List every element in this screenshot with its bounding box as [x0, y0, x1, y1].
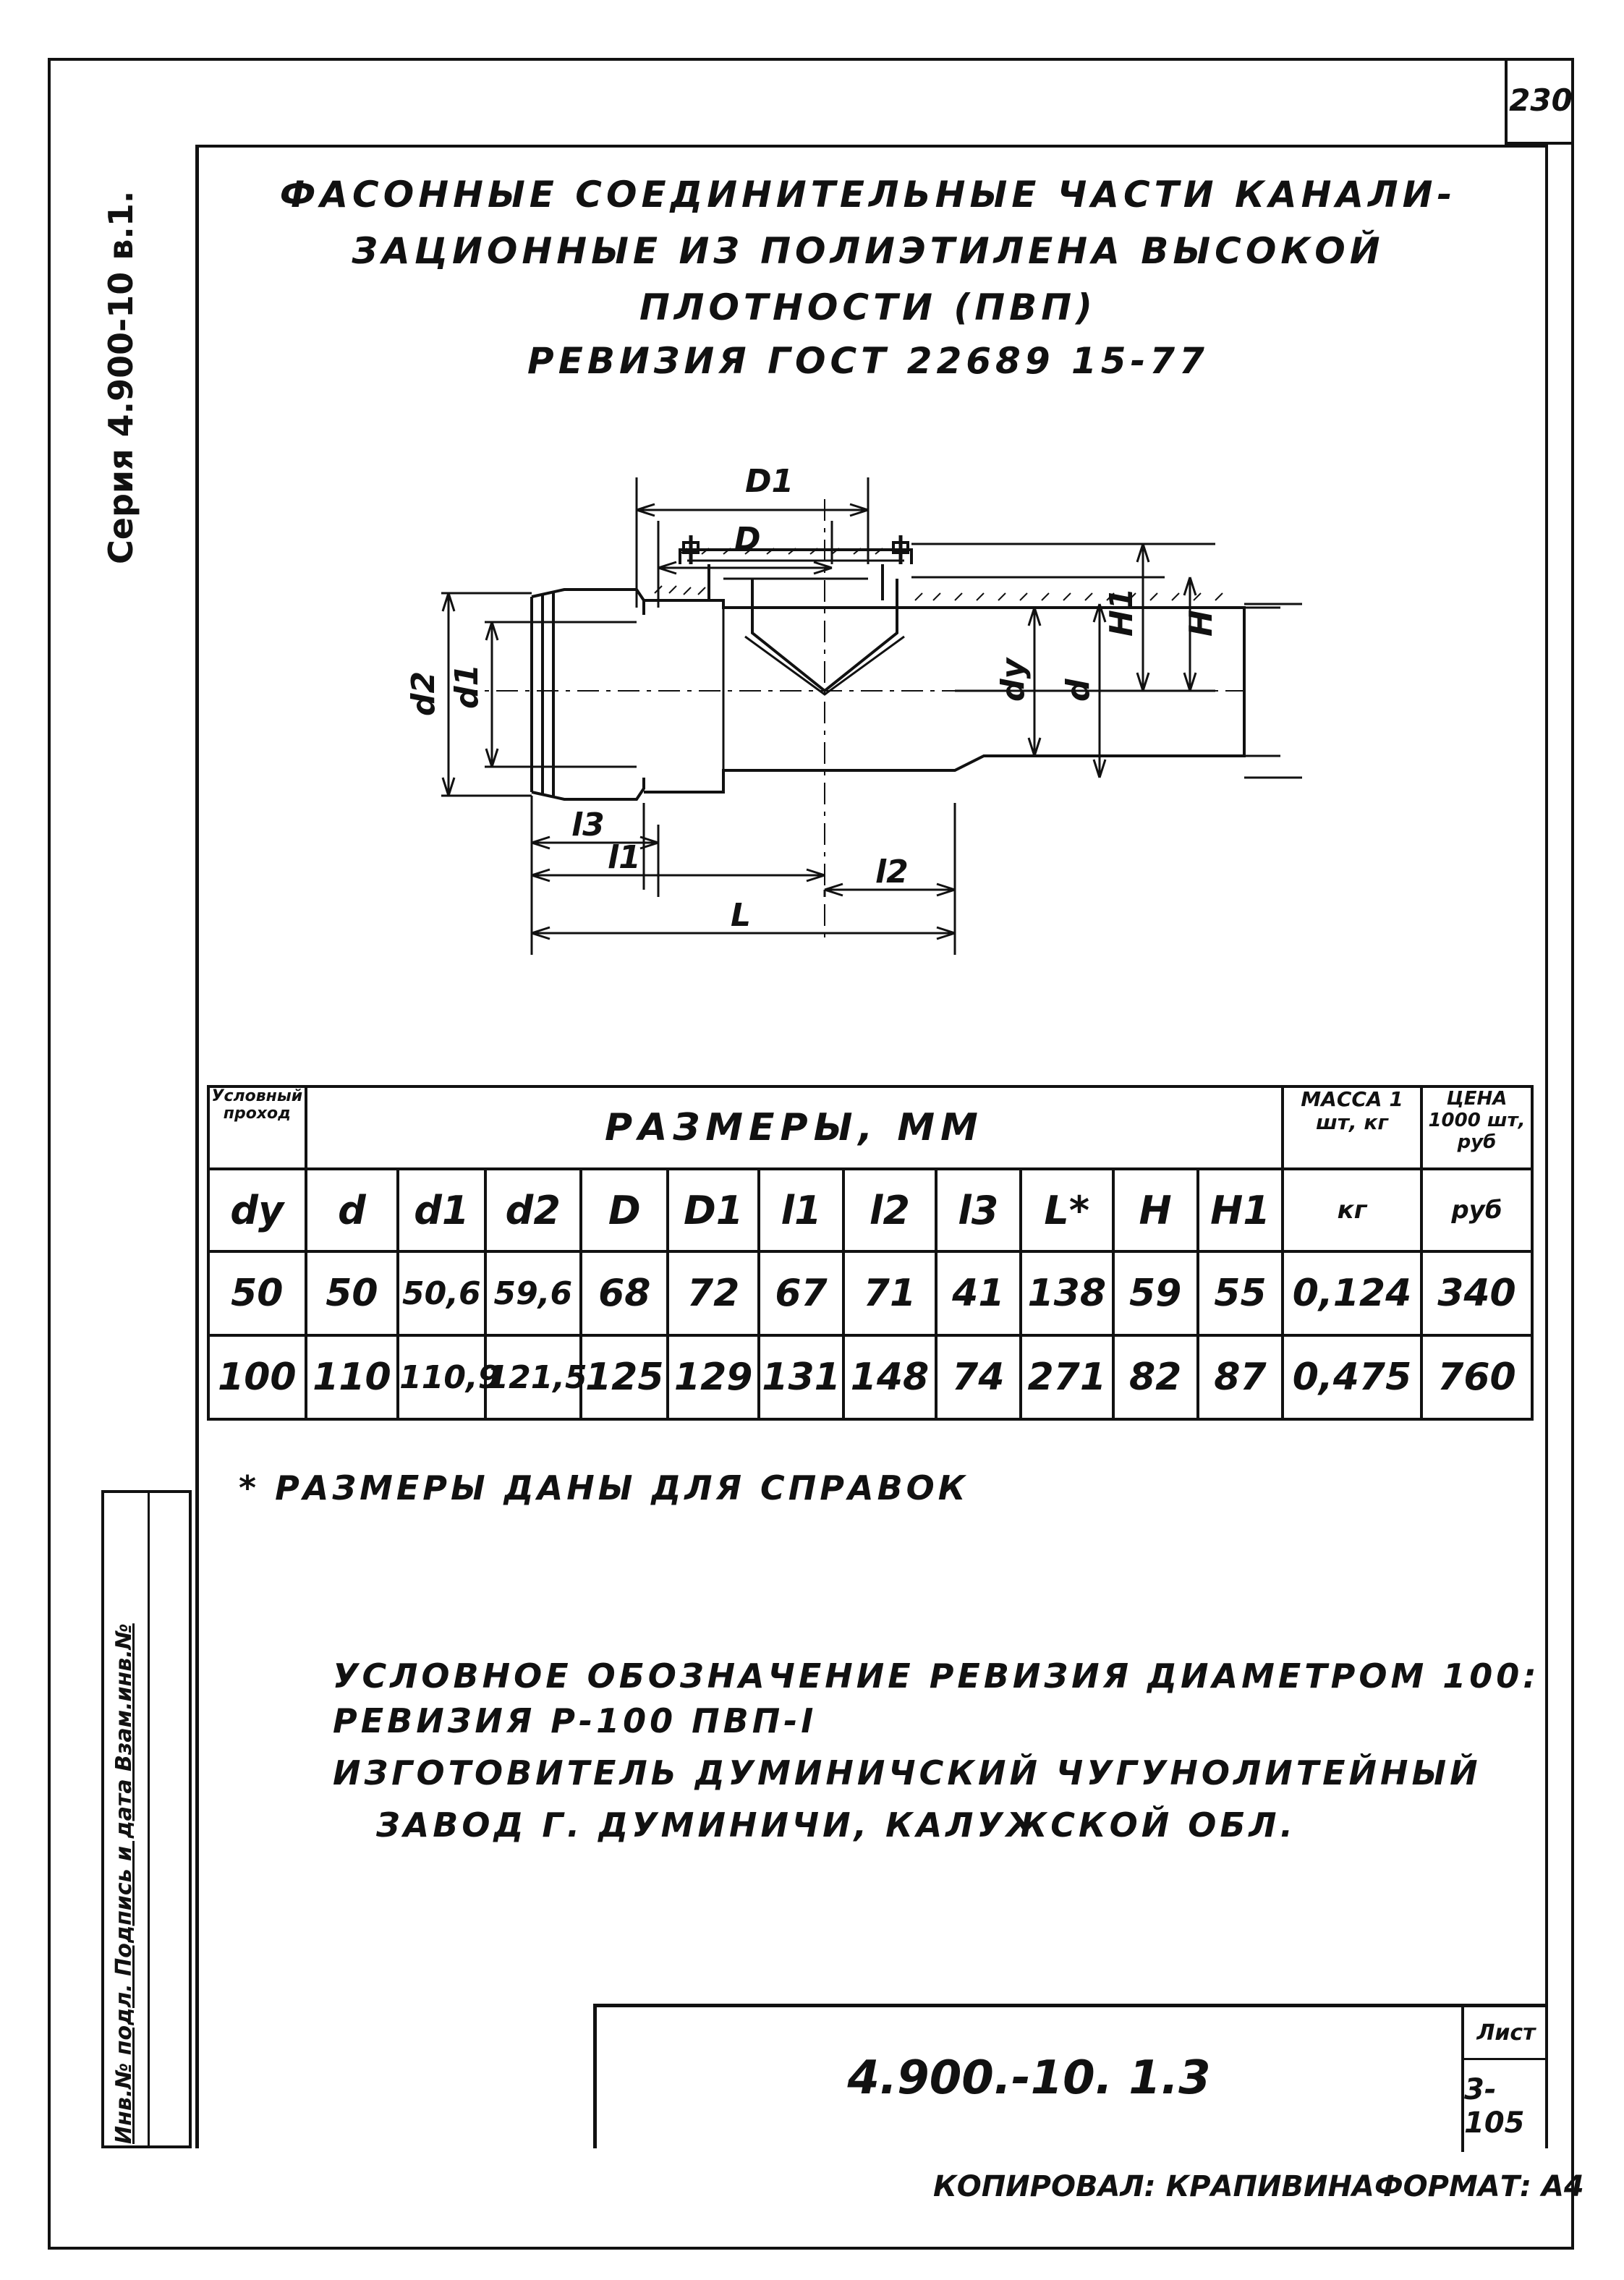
designation-line-3: ИЗГОТОВИТЕЛЬ ДУМИНИЧСКИЙ ЧУГУНОЛИТЕЙНЫЙ — [333, 1753, 1481, 1792]
tee-revision-drawing: D1 D d2 d1 dy d H1 H l3 l1 l2 L — [405, 463, 1302, 955]
cell: 760 — [1419, 1334, 1534, 1421]
label-H: H — [1183, 610, 1220, 637]
cell: 50,6 — [396, 1250, 487, 1337]
side-series-label: Серия 4.900-10 в.1. — [101, 116, 145, 564]
cell: 100 — [207, 1334, 307, 1421]
sym-l3: l3 — [934, 1167, 1023, 1253]
sym-L: L* — [1019, 1167, 1115, 1253]
label-L: L — [731, 897, 751, 934]
copied-by: КОПИРОВАЛ: КРАПИВИНА — [933, 2170, 1374, 2203]
label-D: D — [734, 521, 761, 558]
title-line-1: ФАСОННЫЕ СОЕДИНИТЕЛЬНЫЕ ЧАСТИ КАНАЛИ- — [279, 174, 1457, 216]
cell: 59 — [1111, 1250, 1199, 1337]
cell: 41 — [934, 1250, 1023, 1337]
cell: 68 — [579, 1250, 670, 1337]
label-l3: l3 — [571, 807, 605, 843]
paper-format: ФОРМАТ: А4 — [1374, 2170, 1584, 2203]
cell: 138 — [1019, 1250, 1115, 1337]
cell: 148 — [842, 1334, 938, 1421]
sheet-label: Лист — [1464, 2007, 1548, 2060]
mass-header: МАССА 1 шт, кг — [1281, 1085, 1423, 1170]
label-l2: l2 — [875, 854, 909, 890]
cell: 0,124 — [1281, 1250, 1423, 1337]
title-line-3: ПЛОТНОСТИ (ПВП) — [639, 286, 1097, 328]
sheet-box: Лист 3-105 — [1461, 2007, 1548, 2152]
designation-line-2: РЕВИЗИЯ Р-100 ПВП-I — [333, 1701, 817, 1740]
sheet-number: 3-105 — [1464, 2072, 1525, 2140]
title-block: 4.900.-10. 1.3 Лист 3-105 — [593, 2004, 1548, 2152]
dims-header: РАЗМЕРЫ, ММ — [304, 1085, 1285, 1170]
cell: 129 — [666, 1334, 760, 1421]
cell: 121,5 — [483, 1334, 587, 1421]
cell: 271 — [1019, 1334, 1115, 1421]
cell: 74 — [934, 1334, 1023, 1421]
label-d: d — [1060, 679, 1097, 702]
label-D1: D1 — [745, 463, 794, 500]
footnote: * РАЗМЕРЫ ДАНЫ ДЛЯ СПРАВОК — [239, 1468, 969, 1507]
cell: 131 — [757, 1334, 846, 1421]
designation-line-1: УСЛОВНОЕ ОБОЗНАЧЕНИЕ РЕВИЗИЯ ДИАМЕТРОМ 1… — [333, 1656, 1540, 1696]
cell: 110,9 — [396, 1334, 500, 1421]
stamp-column — [104, 1493, 150, 2145]
cell: 87 — [1196, 1334, 1285, 1421]
sym-l1: l1 — [757, 1167, 846, 1253]
cell: 71 — [842, 1250, 938, 1337]
label-l1: l1 — [608, 839, 641, 876]
cell: 0,475 — [1281, 1334, 1423, 1421]
cell: 50 — [207, 1250, 307, 1337]
cell: 340 — [1419, 1250, 1534, 1337]
table-symbol-row: dy d d1 d2 D D1 l1 l2 l3 L* H H1 кг руб — [207, 1167, 1534, 1253]
sym-l2: l2 — [842, 1167, 938, 1253]
stamp-labels: Инв.№ подл. Подпись и дата Взам.инв.№ — [111, 1623, 137, 2144]
nominal-header: Условный проход — [207, 1085, 307, 1170]
label-dy: dy — [995, 657, 1032, 702]
sym-d2: d2 — [483, 1167, 583, 1253]
sym-d: d — [304, 1167, 400, 1253]
designation-line-4: ЗАВОД Г. ДУМИНИЧИ, КАЛУЖСКОЙ ОБЛ. — [376, 1805, 1297, 1845]
price-header: ЦЕНА 1000 шт, руб — [1419, 1085, 1534, 1170]
title-line-4: РЕВИЗИЯ ГОСТ 22689 15-77 — [527, 340, 1209, 382]
sym-dy: dy — [207, 1167, 307, 1253]
sym-H1: H1 — [1196, 1167, 1285, 1253]
cell: 50 — [304, 1250, 400, 1337]
cell: 55 — [1196, 1250, 1285, 1337]
document-number: 4.900.-10. 1.3 — [847, 2051, 1211, 2105]
sym-mass-unit: кг — [1281, 1167, 1423, 1253]
side-stamp: Инв.№ подл. Подпись и дата Взам.инв.№ — [101, 1490, 192, 2148]
page-number: 230 — [1505, 58, 1574, 145]
cell: 59,6 — [483, 1250, 583, 1337]
sym-price-unit: руб — [1419, 1167, 1534, 1253]
label-d1: d1 — [448, 664, 485, 709]
dimensions-table: Условный проход РАЗМЕРЫ, ММ МАССА 1 шт, … — [207, 1085, 1534, 1421]
outer-frame — [48, 58, 1574, 2250]
table-row: 100 110 110,9 121,5 125 129 131 148 74 2… — [207, 1334, 1534, 1421]
label-d2: d2 — [405, 671, 442, 716]
sym-D1: D1 — [666, 1167, 760, 1253]
table-row: 50 50 50,6 59,6 68 72 67 71 41 138 59 55… — [207, 1250, 1534, 1337]
cell: 67 — [757, 1250, 846, 1337]
cell: 110 — [304, 1334, 400, 1421]
sym-H: H — [1111, 1167, 1199, 1253]
cell: 72 — [666, 1250, 760, 1337]
table-header-row: Условный проход РАЗМЕРЫ, ММ МАССА 1 шт, … — [207, 1085, 1534, 1170]
sym-D: D — [579, 1167, 670, 1253]
side-series-text: Серия 4.900-10 в.1. — [101, 190, 140, 564]
title-line-2: ЗАЦИОННЫЕ ИЗ ПОЛИЭТИЛЕНА ВЫСОКОЙ — [352, 230, 1385, 272]
cell: 125 — [579, 1334, 670, 1421]
drawing-frame — [195, 145, 1548, 2148]
label-H1: H1 — [1103, 588, 1140, 637]
cell: 82 — [1111, 1334, 1199, 1421]
sym-d1: d1 — [396, 1167, 487, 1253]
